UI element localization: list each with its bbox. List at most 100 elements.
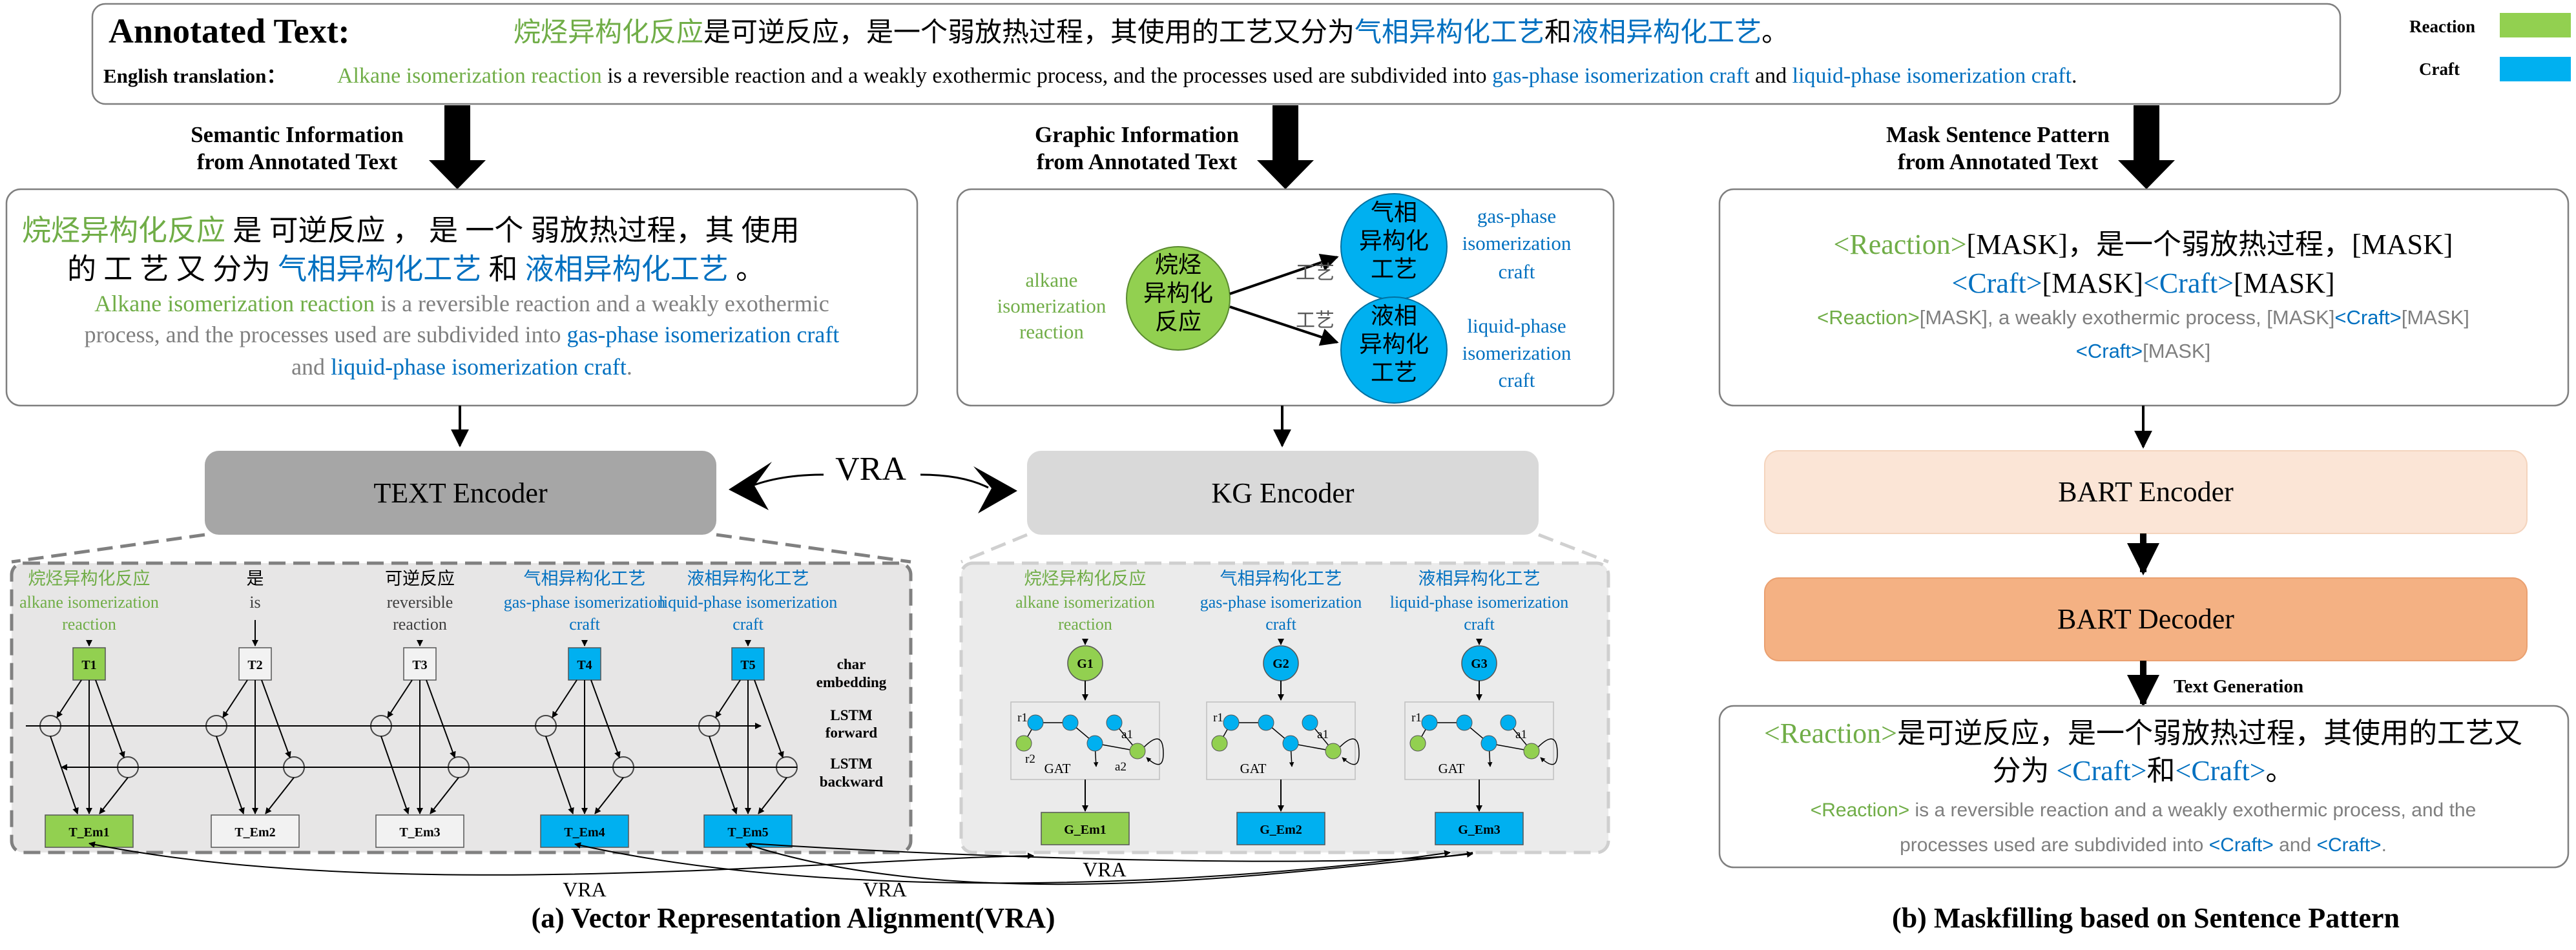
svg-text:工艺: 工艺	[1371, 360, 1417, 386]
gat-node	[1106, 714, 1123, 731]
char-embedding-T3	[403, 647, 437, 681]
semantic-en-line-1: Alkane isomerization reaction is a rever…	[94, 291, 829, 316]
graph-liquid-label-2: isomerization	[1462, 342, 1572, 364]
bart-encoder-label: BART Encoder	[2058, 476, 2234, 508]
annotated-text-box	[91, 3, 2342, 105]
down-arrow-graphic	[1257, 105, 1314, 189]
gat-node	[1523, 743, 1540, 759]
vra-label-middle: VRA	[863, 878, 907, 901]
gat-a1-2: a1	[1317, 728, 1329, 741]
graph-center-label-2: isomerization	[997, 294, 1106, 317]
kg-encoder-expand-left	[961, 533, 1028, 564]
entity-en-1-2: reaction	[1058, 615, 1112, 634]
svg-text:液相: 液相	[1371, 303, 1417, 329]
mask-line-4: <Craft>[MASK]	[2076, 340, 2210, 362]
entity-en-1-1: alkane isomerization	[1015, 593, 1155, 612]
annotated-text-en: Alkane isomerization reaction is a rever…	[337, 64, 2077, 88]
graph-embedding-G_Em1	[1041, 812, 1130, 845]
char-embedding-label-T4: T4	[577, 658, 592, 672]
graph-gas-label-2: isomerization	[1462, 232, 1572, 254]
svg-text:工艺: 工艺	[1371, 256, 1417, 282]
graph-edge-label-gas: 工艺	[1296, 262, 1335, 284]
graphic-info-label-2: from Annotated Text	[1037, 149, 1238, 174]
legend-reaction-label: Reaction	[2409, 17, 2475, 36]
svg-text:烷烃: 烷烃	[1155, 252, 1201, 278]
graph-center-label-1: alkane	[1026, 269, 1078, 291]
graph-gas-label-1: gas-phase	[1477, 205, 1556, 227]
graph-edge-liquid	[1229, 305, 1339, 346]
char-embedding-T1	[72, 647, 106, 681]
output-line-2: 分为 <Craft>和<Craft>。	[1992, 755, 2294, 787]
token-en-3-1: reversible	[387, 593, 453, 612]
gat-node	[1456, 714, 1473, 731]
text-encoder-expand-right	[716, 533, 911, 564]
mask-line-2: <Craft>[MASK]<Craft>[MASK]	[1952, 267, 2335, 299]
gat-label-3: GAT	[1439, 761, 1465, 776]
kg-encoder-expand-right	[1538, 533, 1609, 564]
char-embedding-label-T3: T3	[412, 658, 427, 672]
text-encoder-box	[205, 451, 716, 535]
legend: Reaction Craft	[2409, 13, 2571, 81]
graph-liquid-label-1: liquid-phase	[1467, 315, 1566, 337]
semantic-en-line-3: and liquid-phase isomerization craft.	[291, 354, 632, 380]
bart-decoder-label: BART Decoder	[2057, 603, 2234, 635]
char-embedding-T4	[568, 647, 601, 681]
entity-node-label-G3: G3	[1471, 657, 1488, 671]
char-embedding-label-T1: T1	[81, 658, 96, 672]
gat-r1-1: r1	[1017, 711, 1028, 725]
gat-label-1: GAT	[1044, 761, 1071, 776]
graph-gas-node: 气相 异构化 工艺	[1340, 193, 1448, 300]
entity-en-3-1: liquid-phase isomerization	[1390, 593, 1569, 612]
entity-node-label-G1: G1	[1077, 657, 1094, 671]
generated-text-box	[1718, 705, 2570, 869]
char-embedding-label-T5: T5	[740, 658, 755, 672]
side-label-1-a: char	[837, 656, 866, 672]
entity-en-2-2: craft	[1265, 615, 1296, 634]
char-embedding-T2	[238, 647, 272, 681]
annotated-text-zh: 烷烃异构化反应是可逆反应，是一个弱放热过程，其使用的工艺又分为气相异构化工艺和液…	[514, 17, 1789, 48]
graph-liquid-node: 液相 异构化 工艺	[1340, 296, 1448, 404]
annotated-text-title: Annotated Text:	[109, 12, 350, 50]
gat-node	[1027, 714, 1044, 731]
gat-a1-1: a1	[1121, 728, 1133, 741]
semantic-info-box	[5, 188, 919, 407]
side-label-2-a: LSTM	[830, 707, 872, 723]
graph-edge-label-liquid: 工艺	[1296, 310, 1335, 331]
graph-embedding-label-G_Em3: G_Em3	[1458, 823, 1501, 837]
gat-r1-2: r1	[1213, 711, 1223, 725]
gat-r2: r2	[1025, 752, 1035, 766]
down-arrow-mask	[2118, 105, 2175, 189]
gat-node	[1302, 714, 1318, 731]
vra-label-left: VRA	[563, 878, 607, 901]
gat-node	[1062, 714, 1079, 731]
kg-encoder-box	[1027, 451, 1539, 535]
vra-links	[88, 841, 1473, 885]
english-translation-label: English translation：	[103, 65, 286, 87]
gat-node	[1223, 714, 1240, 731]
entity-zh-1: 烷烃异构化反应	[1024, 569, 1147, 588]
token-en-5-1: liquid-phase isomerization	[659, 593, 838, 612]
gat-a2: a2	[1115, 760, 1127, 774]
token-en-5-2: craft	[732, 615, 763, 634]
mask-pattern-label-2: from Annotated Text	[1898, 149, 2099, 174]
entity-node-label-G2: G2	[1272, 657, 1289, 671]
gat-node	[1015, 735, 1032, 752]
text-embedding-label-T_Em1: T_Em1	[68, 825, 109, 840]
vra-arrowhead-left	[729, 462, 772, 510]
entity-en-3-2: craft	[1464, 615, 1495, 634]
gat-r1-3: r1	[1411, 711, 1422, 725]
token-zh-5: 液相异构化工艺	[687, 569, 809, 588]
semantic-info-label-2: from Annotated Text	[197, 149, 398, 174]
gat-node	[1325, 743, 1342, 759]
graph-embedding-G_Em3	[1435, 812, 1524, 845]
entity-zh-3: 液相异构化工艺	[1418, 569, 1541, 588]
token-zh-1: 烷烃异构化反应	[28, 569, 151, 588]
legend-reaction-swatch	[2500, 13, 2571, 37]
token-en-1-1: alkane isomerization	[19, 593, 159, 612]
token-zh-4: 气相异构化工艺	[524, 569, 646, 588]
vra-arrowhead-right	[973, 466, 1017, 513]
mask-line-1: <Reaction>[MASK]，是一个弱放热过程，[MASK]	[1834, 229, 2453, 260]
mask-line-3: <Reaction>[MASK], a weakly exothermic pr…	[1817, 306, 2469, 329]
semantic-en-line-2: process, and the processes used are subd…	[85, 322, 840, 347]
output-line-3: <Reaction> is a reversible reaction and …	[1811, 800, 2477, 821]
